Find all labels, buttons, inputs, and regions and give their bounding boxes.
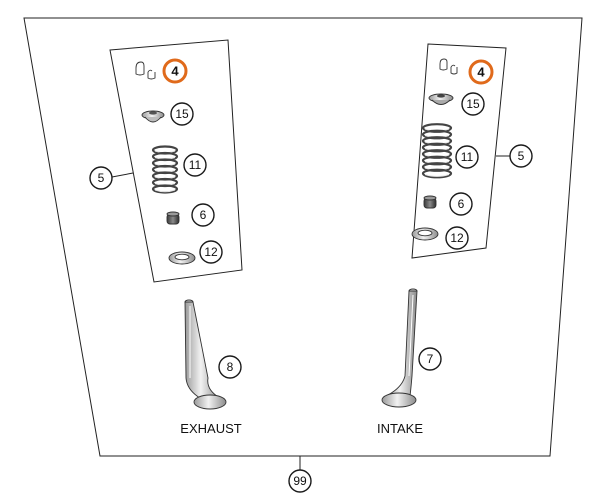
valve-spring-left <box>151 145 179 194</box>
callout-11-right[interactable]: 11 <box>455 145 479 169</box>
svg-text:8: 8 <box>227 360 234 374</box>
callout-4-left[interactable]: 4 <box>162 58 188 84</box>
spring-retainer-left <box>141 110 165 123</box>
callout-7[interactable]: 7 <box>418 347 442 371</box>
svg-text:11: 11 <box>189 158 202 172</box>
callout-12-left[interactable]: 12 <box>199 240 223 264</box>
svg-text:4: 4 <box>171 64 179 79</box>
svg-text:4: 4 <box>477 65 485 80</box>
callout-11-left[interactable]: 11 <box>183 153 207 177</box>
valve-keepers-right <box>439 58 458 75</box>
exhaust-caption: EXHAUST <box>180 421 241 436</box>
callout-5-right[interactable]: 5 <box>509 144 533 168</box>
callout-15-right[interactable]: 15 <box>461 92 485 116</box>
svg-text:15: 15 <box>466 97 480 111</box>
spring-retainer-right <box>428 93 454 105</box>
svg-text:12: 12 <box>204 245 218 259</box>
svg-text:6: 6 <box>200 208 207 222</box>
callout-99-label: 99 <box>293 474 307 488</box>
valve-spring-right <box>421 123 453 179</box>
callout-15-left[interactable]: 15 <box>170 102 194 126</box>
spring-seat-right <box>411 227 439 241</box>
svg-text:5: 5 <box>98 171 105 185</box>
callout-4-right[interactable]: 4 <box>468 59 494 85</box>
left-kit-leader-line <box>111 172 134 178</box>
intake-valve <box>381 288 418 408</box>
svg-text:5: 5 <box>518 149 525 163</box>
spring-seat-left <box>168 251 196 265</box>
callout-5-left[interactable]: 5 <box>89 166 113 190</box>
callout-6-left[interactable]: 6 <box>191 203 215 227</box>
svg-text:6: 6 <box>458 197 465 211</box>
callout-12-right[interactable]: 12 <box>445 226 469 250</box>
svg-text:12: 12 <box>450 231 464 245</box>
svg-text:15: 15 <box>175 107 189 121</box>
valve-stem-seal-right <box>423 195 437 209</box>
callout-6-right[interactable]: 6 <box>449 192 473 216</box>
intake-caption: INTAKE <box>377 421 423 436</box>
svg-text:7: 7 <box>427 352 434 366</box>
svg-text:11: 11 <box>461 150 474 164</box>
valve-keepers-left <box>135 61 156 80</box>
callout-99[interactable]: 99 <box>288 469 312 493</box>
valve-stem-seal-left <box>166 211 180 225</box>
exhaust-valve <box>184 299 227 410</box>
callout-8[interactable]: 8 <box>218 355 242 379</box>
